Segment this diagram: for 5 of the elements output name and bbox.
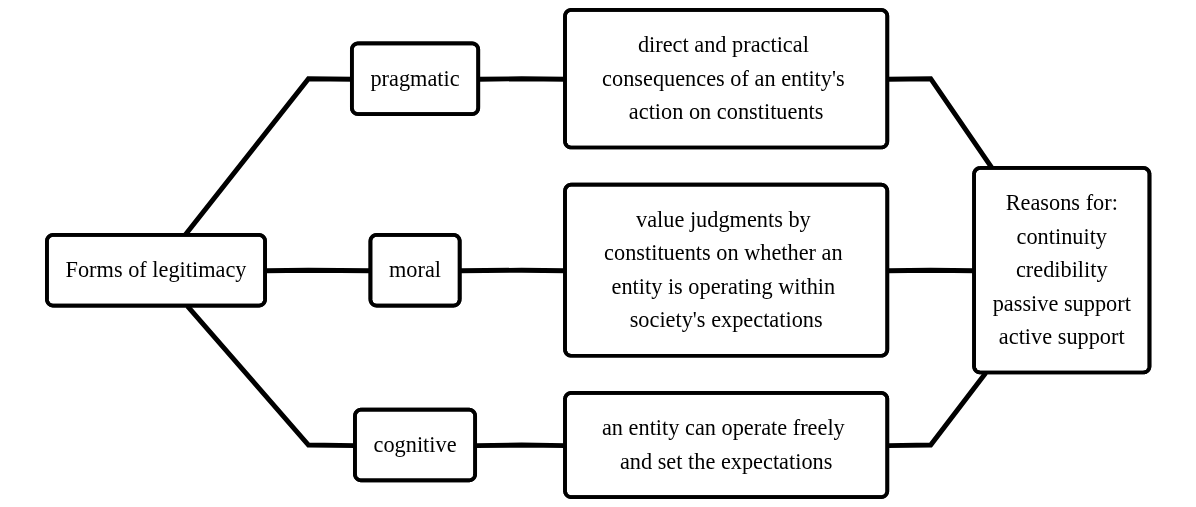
connector [460,267,566,274]
connector [475,442,566,449]
connector [478,76,566,82]
connector [265,267,371,274]
connector [887,267,975,274]
